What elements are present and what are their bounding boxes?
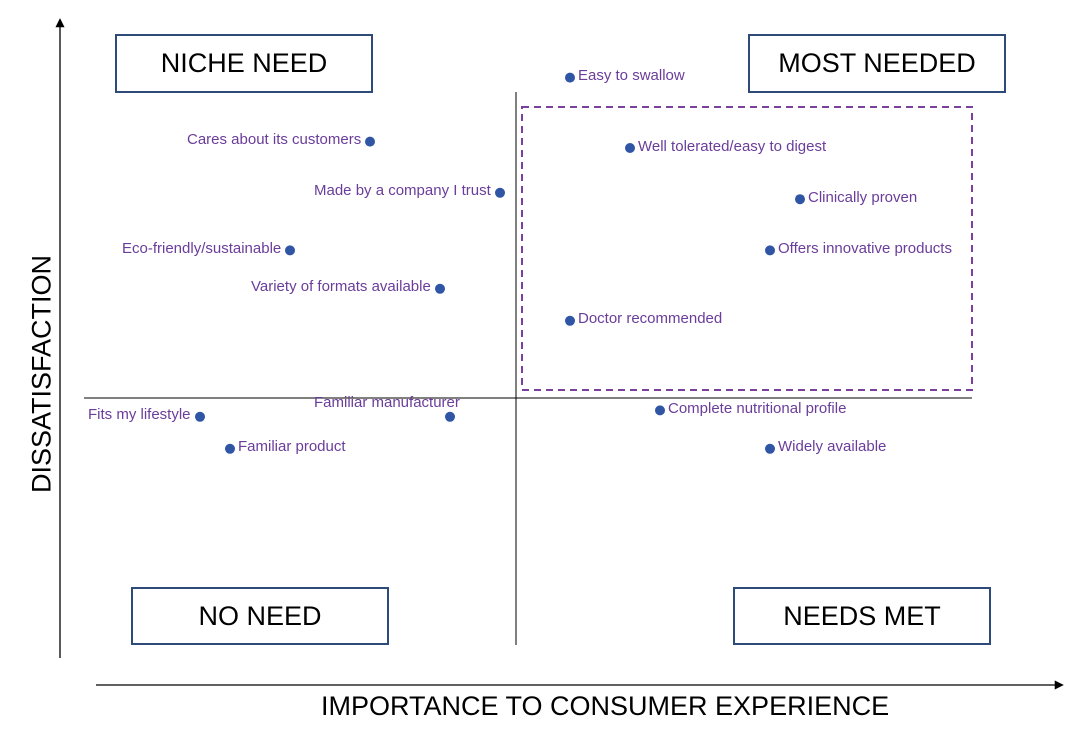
data-point: [435, 283, 445, 294]
point-label: Complete nutritional profile: [668, 399, 847, 417]
point-label: Variety of formats available: [251, 278, 431, 296]
point-label: Made by a company I trust: [314, 182, 491, 200]
data-point: [625, 143, 635, 153]
point-label: Clinically proven: [808, 188, 918, 206]
point-label: Doctor recommended: [578, 310, 723, 328]
data-point: [565, 72, 575, 83]
point-label: Fits my lifestyle: [88, 406, 191, 424]
data-point: [365, 136, 375, 147]
data-point: [655, 405, 665, 416]
data-point: [445, 411, 455, 422]
x-axis-title: IMPORTANCE TO CONSUMER EXPERIENCE: [321, 691, 890, 721]
data-point: [285, 245, 295, 256]
quadrant-label-most-needed: MOST NEEDED: [748, 34, 1006, 93]
point-label: Cares about its customers: [187, 131, 362, 149]
point-label: Easy to swallow: [578, 67, 685, 85]
data-point: [795, 194, 805, 205]
point-label: Offers innovative products: [778, 239, 952, 257]
quadrant-label-niche-need: NICHE NEED: [115, 34, 373, 93]
point-label: Well tolerated/easy to digest: [638, 137, 827, 155]
quadrant-label-no-need: NO NEED: [131, 587, 389, 645]
data-point: [765, 245, 775, 256]
point-label: Eco-friendly/sustainable: [122, 239, 282, 257]
quadrant-label-needs-met: NEEDS MET: [733, 587, 991, 645]
highlight-region: [521, 106, 973, 391]
point-label: Familiar product: [238, 438, 346, 456]
point-label: Familiar manufacturer: [314, 393, 460, 411]
point-label: Widely available: [778, 438, 887, 456]
data-point: [195, 411, 205, 422]
data-point: [495, 187, 505, 198]
y-axis-title: DISSATISFACTION: [26, 254, 57, 494]
data-point: [565, 315, 575, 326]
data-point: [765, 443, 775, 454]
data-points: [195, 72, 805, 454]
data-point: [225, 443, 235, 454]
